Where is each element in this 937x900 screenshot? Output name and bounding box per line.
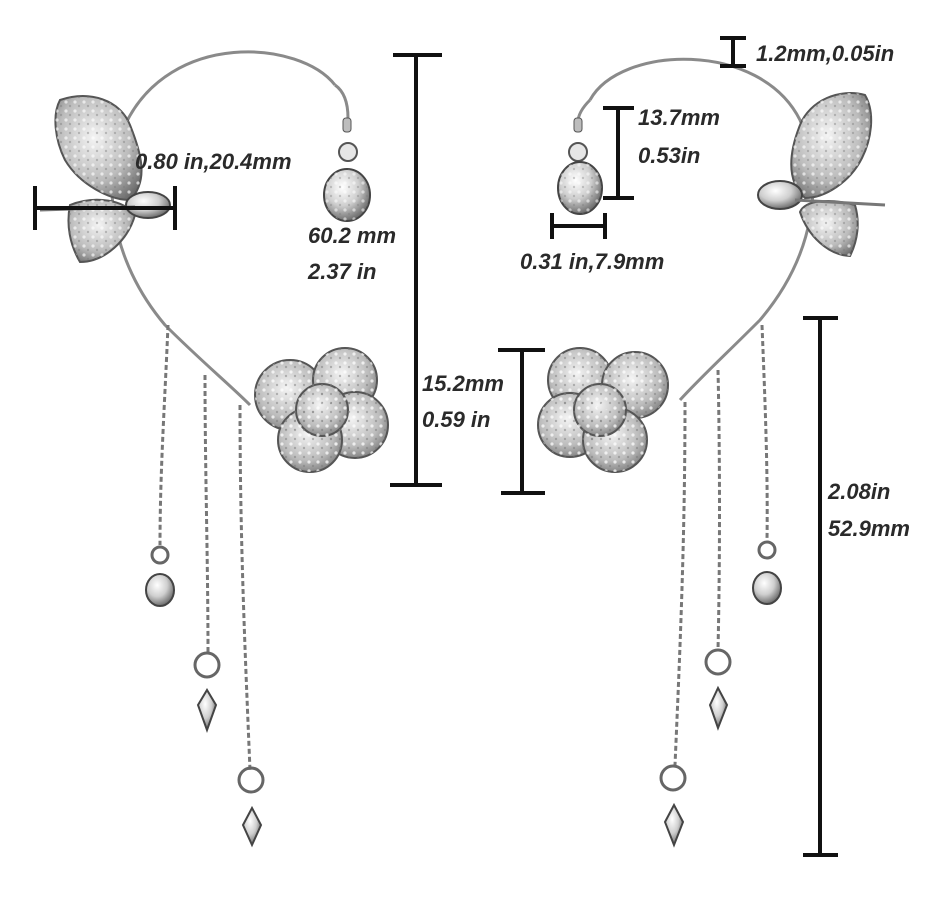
left-butterfly xyxy=(39,95,171,264)
left-cuff-wire xyxy=(110,50,337,407)
left-tassel-chains xyxy=(158,324,252,771)
left-earring xyxy=(39,50,389,848)
left-flower xyxy=(254,347,389,473)
wire-thickness-label: 1.2mm,0.05in xyxy=(756,41,895,66)
right-butterfly xyxy=(757,92,886,258)
flower-height-in-label: 0.59 in xyxy=(422,407,491,432)
right-tassel-chains xyxy=(673,324,769,766)
right-flower xyxy=(537,347,669,473)
right-tassel-drops xyxy=(659,540,782,848)
butterfly-width-bracket xyxy=(33,186,177,230)
right-earring xyxy=(537,57,886,848)
drop-height-bracket xyxy=(603,106,634,200)
drop-width-label: 0.31 in,7.9mm xyxy=(520,249,665,274)
flower-height-bracket xyxy=(498,348,545,495)
right-small-drop xyxy=(557,117,603,215)
chain-length-mm-label: 52.9mm xyxy=(828,516,910,541)
chain-length-in-label: 2.08in xyxy=(828,479,891,504)
flower-height-mm-label: 15.2mm xyxy=(422,371,504,396)
wire-thickness-bracket xyxy=(720,36,746,68)
measurement-lines xyxy=(33,36,838,857)
drop-width-bracket xyxy=(550,213,607,239)
cuff-height-in-label: 2.37 in xyxy=(308,259,377,284)
cuff-height-mm-label: 60.2 mm xyxy=(308,223,397,248)
left-small-drop xyxy=(323,117,371,222)
drop-height-mm-label: 13.7mm xyxy=(638,105,720,130)
butterfly-width-label: 0.80 in,20.4mm xyxy=(135,149,292,174)
left-tassel-drops xyxy=(145,545,265,848)
left-hook xyxy=(334,83,350,119)
cuff-height-bracket xyxy=(390,53,442,487)
chain-length-bracket xyxy=(803,316,838,857)
drop-height-in-label: 0.53in xyxy=(638,143,701,168)
